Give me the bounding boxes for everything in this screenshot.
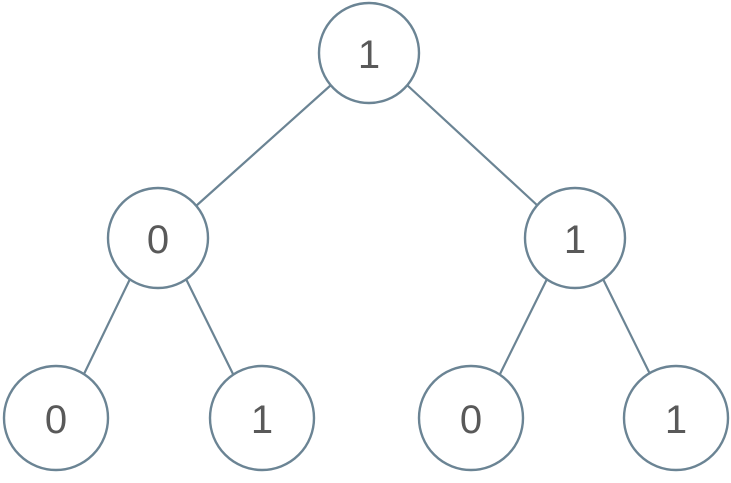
node-circle-leaf-1[interactable]	[2, 364, 110, 472]
node-label-leaf-4: 1	[665, 398, 687, 442]
node-label-leaf-1: 0	[45, 398, 67, 442]
edge-right-to-right-leaf	[601, 277, 652, 376]
node-circle-left-child[interactable]	[106, 186, 210, 290]
node-label-right-child: 1	[564, 218, 586, 262]
edge-root-to-right-child	[405, 83, 540, 208]
node-circle-leaf-2[interactable]	[208, 364, 316, 472]
node-leaf-2[interactable]: 1	[208, 364, 316, 472]
node-leaf-4[interactable]: 1	[622, 364, 730, 472]
node-left-child[interactable]: 0	[106, 186, 210, 290]
edge-right-to-left-leaf	[498, 277, 549, 376]
node-label-left-child: 0	[147, 218, 169, 262]
node-circle-leaf-4[interactable]	[622, 364, 730, 472]
node-circle-leaf-3[interactable]	[417, 364, 525, 472]
node-leaf-3[interactable]: 0	[417, 364, 525, 472]
node-circle-right-child[interactable]	[523, 186, 627, 290]
edge-root-to-left-child	[194, 83, 333, 208]
node-circle-root[interactable]	[317, 1, 421, 105]
node-root[interactable]: 1	[317, 1, 421, 105]
node-label-leaf-3: 0	[460, 398, 482, 442]
edge-group	[82, 83, 652, 376]
edge-left-to-right-leaf	[184, 277, 235, 376]
node-right-child[interactable]: 1	[523, 186, 627, 290]
node-label-leaf-2: 1	[251, 398, 273, 442]
edge-left-to-left-leaf	[82, 277, 132, 376]
node-label-root: 1	[358, 33, 380, 77]
node-leaf-1[interactable]: 0	[2, 364, 110, 472]
